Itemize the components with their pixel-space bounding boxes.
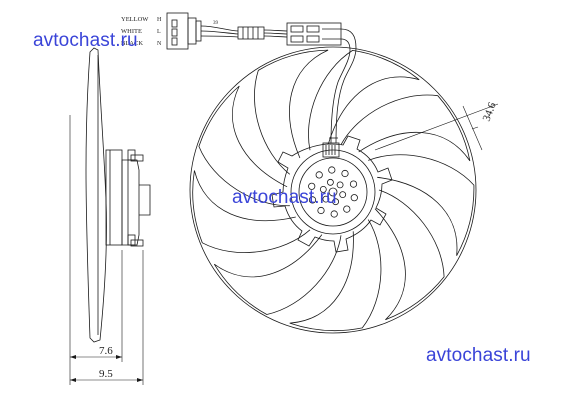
- pin-label-n: N: [157, 41, 162, 47]
- vent-hole: [317, 206, 325, 215]
- vent-hole: [343, 205, 351, 213]
- wire-label-white: WHITE: [121, 28, 142, 35]
- plug-housing-mark: 39: [213, 21, 219, 26]
- fan-blade: [192, 170, 311, 253]
- hub-center: [328, 187, 338, 197]
- watermark-top-left: avtochast.ru: [33, 30, 138, 51]
- vent-hole: [330, 210, 338, 218]
- suppressor-block: [286, 22, 342, 46]
- suppressor-cell-4: [306, 35, 320, 43]
- dimension-overall-depth: 9.5: [99, 368, 113, 380]
- side-view-motor: [121, 159, 140, 246]
- plug-pin-1: [171, 19, 178, 28]
- plug-pin-2: [171, 28, 178, 37]
- vent-hole: [326, 178, 334, 186]
- fan-blade: [340, 94, 471, 162]
- wire-harness: [166, 12, 357, 144]
- wire-label-yellow: YELLOW: [121, 16, 149, 23]
- vent-hole: [322, 195, 330, 203]
- fan-blade: [254, 49, 329, 175]
- plug-collar: [187, 17, 197, 45]
- vent-hole: [341, 169, 349, 178]
- pin-label-l: L: [157, 29, 161, 35]
- fan-blade: [368, 154, 475, 256]
- suppressor-cell-1: [290, 25, 304, 33]
- motor-housing: [290, 149, 376, 235]
- motor-lead-inner: [330, 38, 351, 144]
- suppressor-cell-2: [306, 25, 320, 33]
- plug-boot: [195, 20, 202, 42]
- vent-hole: [328, 166, 336, 174]
- blade-depth-dimension: [374, 103, 499, 151]
- suppressor-cell-3: [290, 35, 304, 43]
- vent-hole: [339, 191, 347, 199]
- fan-blade: [289, 219, 382, 332]
- vent-hole: [315, 171, 323, 179]
- wire-label-black: BLACK: [121, 40, 143, 47]
- fan-blade: [213, 234, 342, 315]
- blade-sweep-circle: [189, 46, 477, 334]
- vent-hole: [349, 180, 358, 188]
- front-view: [189, 46, 477, 334]
- plug-housing: [166, 12, 189, 50]
- plug-pin-3: [171, 37, 178, 46]
- pin-label-h: H: [157, 17, 162, 23]
- watermark-center: avtochast.ru: [232, 187, 337, 208]
- fan-blade: [308, 49, 420, 151]
- side-view-blade-outline: [85, 47, 107, 343]
- dim-34-6-extension: [462, 105, 483, 151]
- wire-yellow: [200, 25, 239, 32]
- side-view-stud-bottom: [130, 239, 144, 247]
- side-dimensions: [69, 115, 144, 385]
- fan-blade: [374, 189, 445, 321]
- motor-lead-outer: [335, 28, 357, 144]
- side-view-stud-top: [130, 154, 144, 162]
- wire-white: [200, 30, 239, 35]
- vent-hole: [319, 185, 327, 193]
- wire-sleeve: [237, 26, 265, 40]
- vent-hole: [336, 181, 344, 189]
- vent-hole: [308, 196, 317, 204]
- fan-blades: [192, 49, 475, 332]
- vent-hole: [332, 198, 340, 206]
- dim-34-6-leader: [374, 103, 499, 151]
- dimension-blade-depth: 34.6: [481, 100, 499, 123]
- dim-arrows: [70, 355, 143, 382]
- vent-hole: [308, 182, 316, 190]
- watermark-bottom-right: avtochast.ru: [426, 345, 531, 366]
- side-view-bracket: [139, 184, 151, 216]
- wire-black: [200, 35, 239, 38]
- motor-cover: [298, 157, 368, 227]
- motor-vent-holes: [308, 166, 358, 218]
- side-view-shroud: [105, 149, 123, 246]
- fan-blade: [198, 85, 290, 207]
- vent-hole: [350, 194, 358, 202]
- side-view: [85, 47, 151, 343]
- dimension-motor-depth: 7.6: [99, 345, 113, 357]
